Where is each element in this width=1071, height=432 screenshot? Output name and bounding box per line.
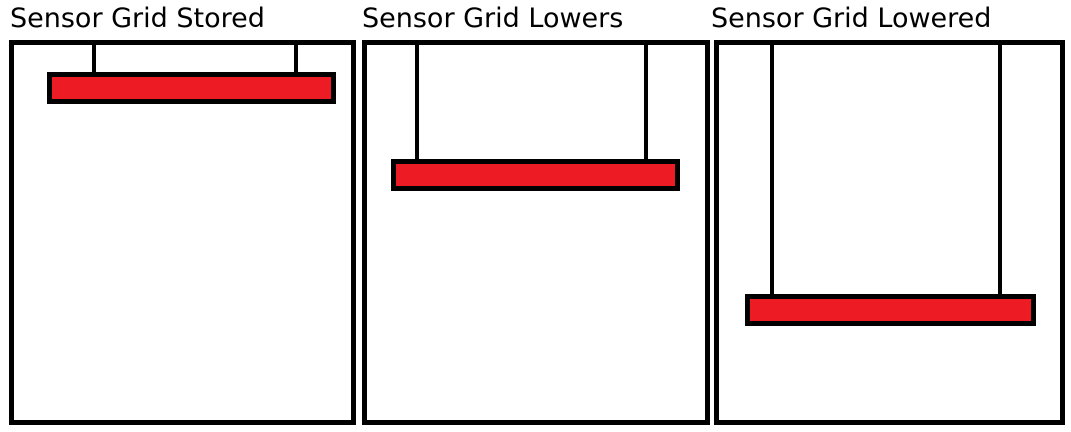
left-suspension-rod — [770, 45, 774, 298]
panel-stored-frame — [9, 40, 356, 425]
panel-lowered-frame — [714, 40, 1065, 425]
right-suspension-rod — [644, 45, 648, 163]
panel-3-title: Sensor Grid Lowered — [711, 3, 992, 34]
sensor-grid-bar — [745, 294, 1036, 326]
left-suspension-rod — [415, 45, 419, 163]
sensor-grid-bar — [47, 72, 336, 104]
right-suspension-rod — [294, 45, 298, 73]
panel-1-title: Sensor Grid Stored — [10, 3, 265, 34]
right-suspension-rod — [998, 45, 1002, 298]
sensor-grid-bar — [391, 159, 680, 191]
panel-lowering-frame — [362, 40, 710, 425]
panel-2-title: Sensor Grid Lowers — [362, 3, 624, 34]
left-suspension-rod — [92, 45, 96, 73]
